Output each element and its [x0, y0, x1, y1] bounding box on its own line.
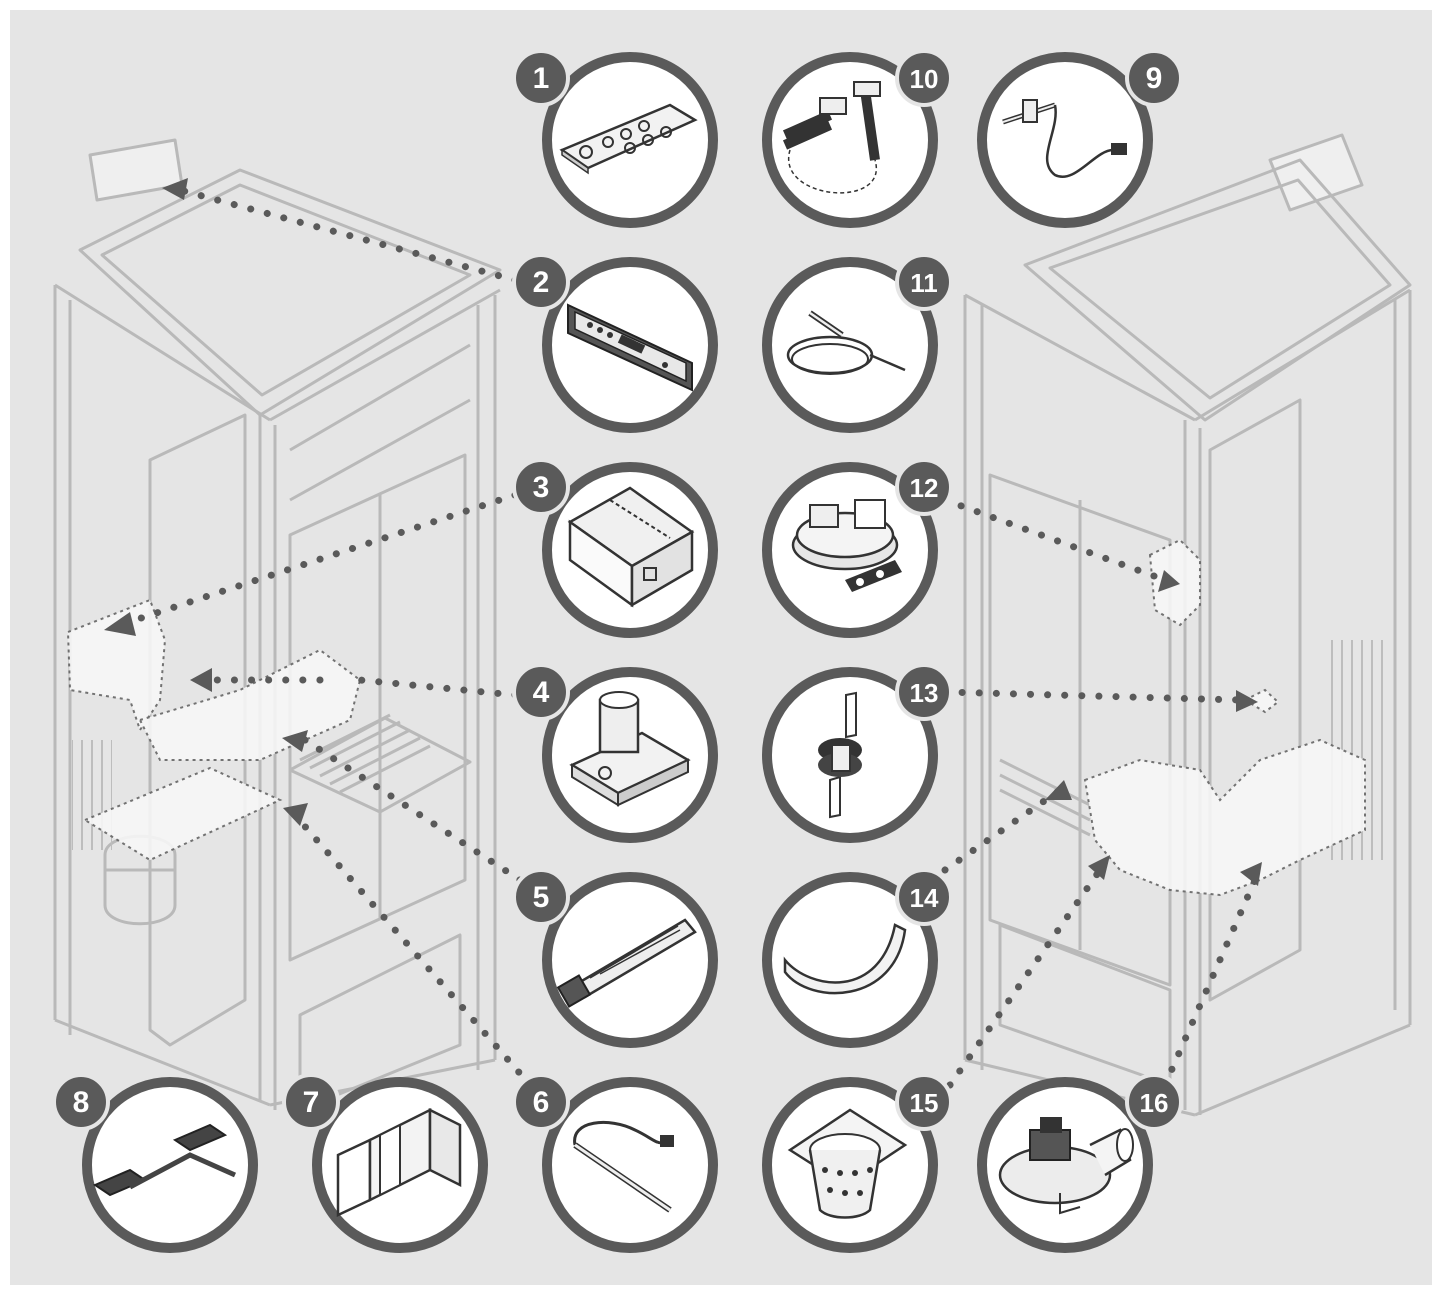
badge-10: 10: [910, 64, 939, 94]
badge-9: 9: [1146, 62, 1163, 95]
badge-2: 2: [533, 266, 550, 299]
badge-14: 14: [910, 883, 939, 913]
badge-4: 4: [533, 676, 550, 709]
badge-13: 13: [910, 678, 939, 708]
badge-6: 6: [533, 1086, 550, 1119]
badge-3: 3: [533, 471, 550, 504]
background: [10, 10, 1432, 1285]
badge-16: 16: [1140, 1088, 1169, 1118]
badge-8: 8: [73, 1086, 90, 1119]
badge-11: 11: [910, 268, 938, 298]
badge-15: 15: [910, 1088, 939, 1118]
badge-1: 1: [533, 62, 550, 95]
badge-7: 7: [303, 1086, 320, 1119]
badge-12: 12: [910, 473, 939, 503]
badge-5: 5: [533, 881, 550, 914]
